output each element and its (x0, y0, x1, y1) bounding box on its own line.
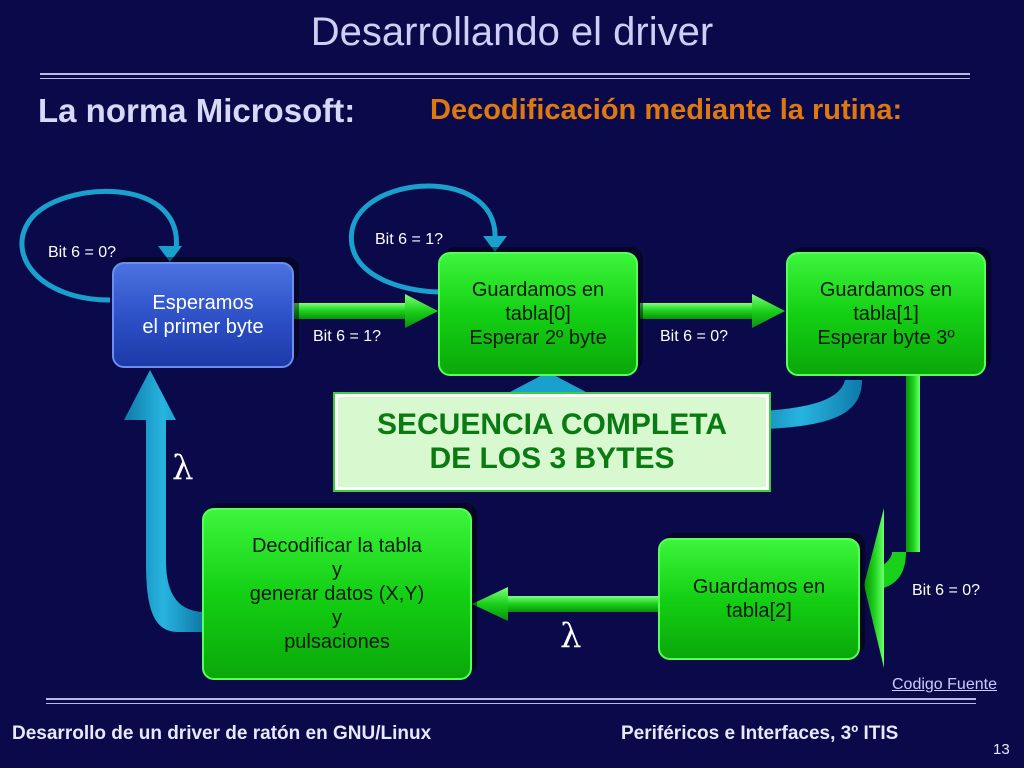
node-line: Guardamos en (692, 576, 826, 598)
node-line: tabla[0] (505, 303, 571, 325)
loop-arrow-wait (19, 188, 179, 303)
node-line: el primer byte (142, 316, 264, 338)
arrowhead-wait-to-store0 (405, 294, 438, 328)
lambda-left: λ (172, 448, 194, 488)
arrow-wait-to-store0 (293, 303, 405, 319)
node-line: Guardamos en (471, 279, 605, 301)
node-line: Esperar byte 3º (817, 327, 955, 349)
node-line: y (332, 607, 342, 629)
sequence-line: DE LOS 3 BYTES (429, 442, 675, 475)
label-store0-to-store1: Bit 6 = 0? (660, 328, 729, 345)
loop-arrow-store0 (349, 183, 498, 295)
return-arrowhead-to-store0 (510, 372, 586, 392)
node-line: pulsaciones (284, 631, 390, 653)
node-store-table-0: Guardamos en tabla[0] Esperar 2º byte (438, 252, 638, 376)
node-decode-table: Decodificar la tabla y generar datos (X,… (202, 508, 472, 680)
label-loop-store0: Bit 6 = 1? (375, 231, 444, 248)
label-wait-to-store0: Bit 6 = 1? (313, 328, 382, 345)
arrowhead-store2-to-decode (472, 587, 508, 621)
node-line: Esperamos (152, 292, 254, 314)
node-line: Guardamos en (819, 279, 953, 301)
subtitle-right: Decodificación mediante la rutina: (430, 94, 903, 126)
node-line: y (332, 559, 342, 581)
lambda-bottom: λ (560, 616, 582, 656)
subtitle-left: La norma Microsoft: (38, 92, 356, 129)
arrow-store0-to-store1 (640, 303, 752, 319)
arrow-store2-to-decode (508, 596, 658, 612)
node-wait-first-byte: Esperamos el primer byte (112, 262, 294, 368)
footer-right: Periféricos e Interfaces, 3º ITIS (621, 723, 899, 744)
node-line: generar datos (X,Y) (249, 583, 425, 605)
source-code-link[interactable]: Codigo Fuente (892, 676, 997, 693)
footer-divider-thin (46, 703, 976, 704)
node-line: tabla[1] (853, 303, 919, 325)
arrow-store1-down (906, 372, 920, 552)
footer-left: Desarrollo de un driver de ratón en GNU/… (12, 723, 432, 744)
page-number: 13 (993, 741, 1010, 758)
node-line: tabla[2] (726, 600, 792, 622)
loop-arrowhead-store0 (483, 236, 507, 252)
sequence-line: SECUENCIA COMPLETA (376, 407, 727, 441)
node-store-table-2: Guardamos en tabla[2] (658, 538, 860, 660)
return-arrow-decode-to-wait (124, 370, 202, 632)
footer-divider (46, 698, 976, 700)
arrowhead-store1-to-store2 (864, 508, 884, 668)
title-divider (40, 73, 970, 75)
node-line: Decodificar la tabla (251, 535, 423, 557)
loop-arrowhead-wait (158, 246, 182, 262)
label-loop-wait: Bit 6 = 0? (48, 244, 117, 261)
sequence-complete-box: SECUENCIA COMPLETA DE LOS 3 BYTES (333, 392, 771, 492)
node-store-table-1: Guardamos en tabla[1] Esperar byte 3º (786, 252, 986, 376)
node-line: Esperar 2º byte (469, 327, 607, 349)
slide-title: Desarrollando el driver (310, 10, 714, 54)
label-store1-to-store2: Bit 6 = 0? (912, 582, 981, 599)
arrowhead-store0-to-store1 (752, 294, 785, 328)
title-divider-thin (40, 78, 970, 79)
